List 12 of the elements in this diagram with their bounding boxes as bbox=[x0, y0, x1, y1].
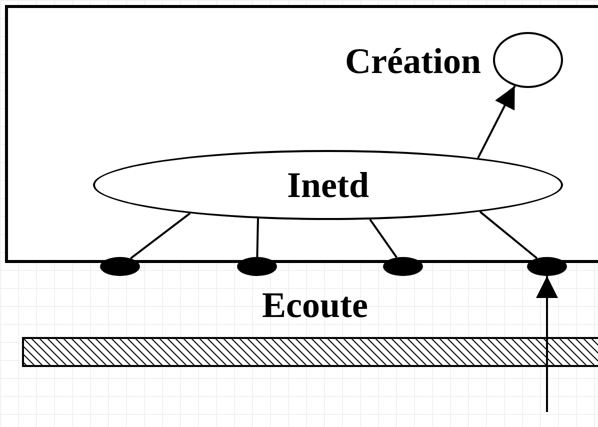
text-label: Ecoute bbox=[262, 284, 368, 326]
node-label: Inetd bbox=[286, 164, 370, 206]
connector-line bbox=[130, 212, 191, 260]
connection-dot bbox=[237, 257, 277, 276]
connector-line bbox=[256, 218, 259, 258]
arrow bbox=[536, 276, 558, 412]
arrow bbox=[477, 85, 516, 158]
connector-line bbox=[369, 218, 398, 258]
hatched-bar bbox=[22, 337, 598, 367]
frame-box bbox=[5, 5, 598, 263]
connector-line bbox=[479, 210, 538, 260]
node-caption: Création bbox=[345, 40, 481, 82]
